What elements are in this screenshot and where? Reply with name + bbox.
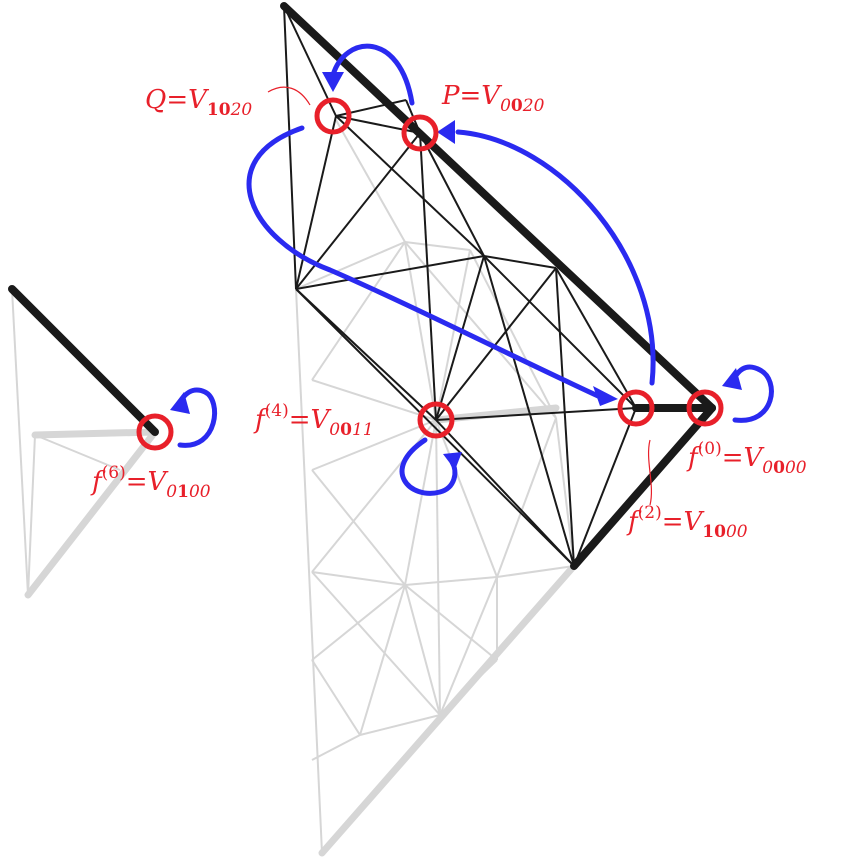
arrowhead-f0 [722, 368, 742, 390]
vertex-f0-circle [686, 389, 724, 427]
label-f0: f(0)=V0000 [686, 439, 807, 478]
vertex-f4-circle [417, 401, 455, 439]
leader-lines [267, 86, 653, 506]
background-thick-edges [24, 404, 578, 857]
arrow-loop-f4 [399, 437, 458, 496]
arrow-loop-f6 [177, 387, 218, 448]
vertex-f2-circle [617, 389, 655, 427]
label-f6: f(6)=V0100 [90, 463, 211, 502]
arrowhead-f6 [170, 392, 190, 414]
arrow-loop-f0 [731, 364, 774, 423]
highlight-circles [136, 97, 724, 451]
arrowhead-p [437, 120, 455, 144]
arrowhead-f2 [593, 386, 618, 406]
blue-arrows [177, 43, 774, 496]
arrow-q-to-f2 [246, 125, 601, 399]
vertex-f6-circle [136, 413, 174, 451]
label-q: Q=V1020 [145, 85, 252, 120]
arrowhead-q [322, 72, 344, 92]
arrow-p-to-q [330, 43, 415, 106]
arrow-f2-to-p [455, 129, 656, 386]
vertex-q-circle [314, 97, 352, 135]
boundary-thick-edges [8, 2, 716, 570]
label-f2: f(2)=V1000 [626, 503, 748, 542]
background-mesh [11, 119, 575, 854]
vertex-p-circle [401, 114, 439, 152]
label-f4: f(4)=V0011 [253, 401, 374, 440]
arrowhead-f4 [443, 452, 462, 470]
arrow-heads [170, 72, 742, 470]
label-p: P=V0020 [441, 81, 545, 116]
